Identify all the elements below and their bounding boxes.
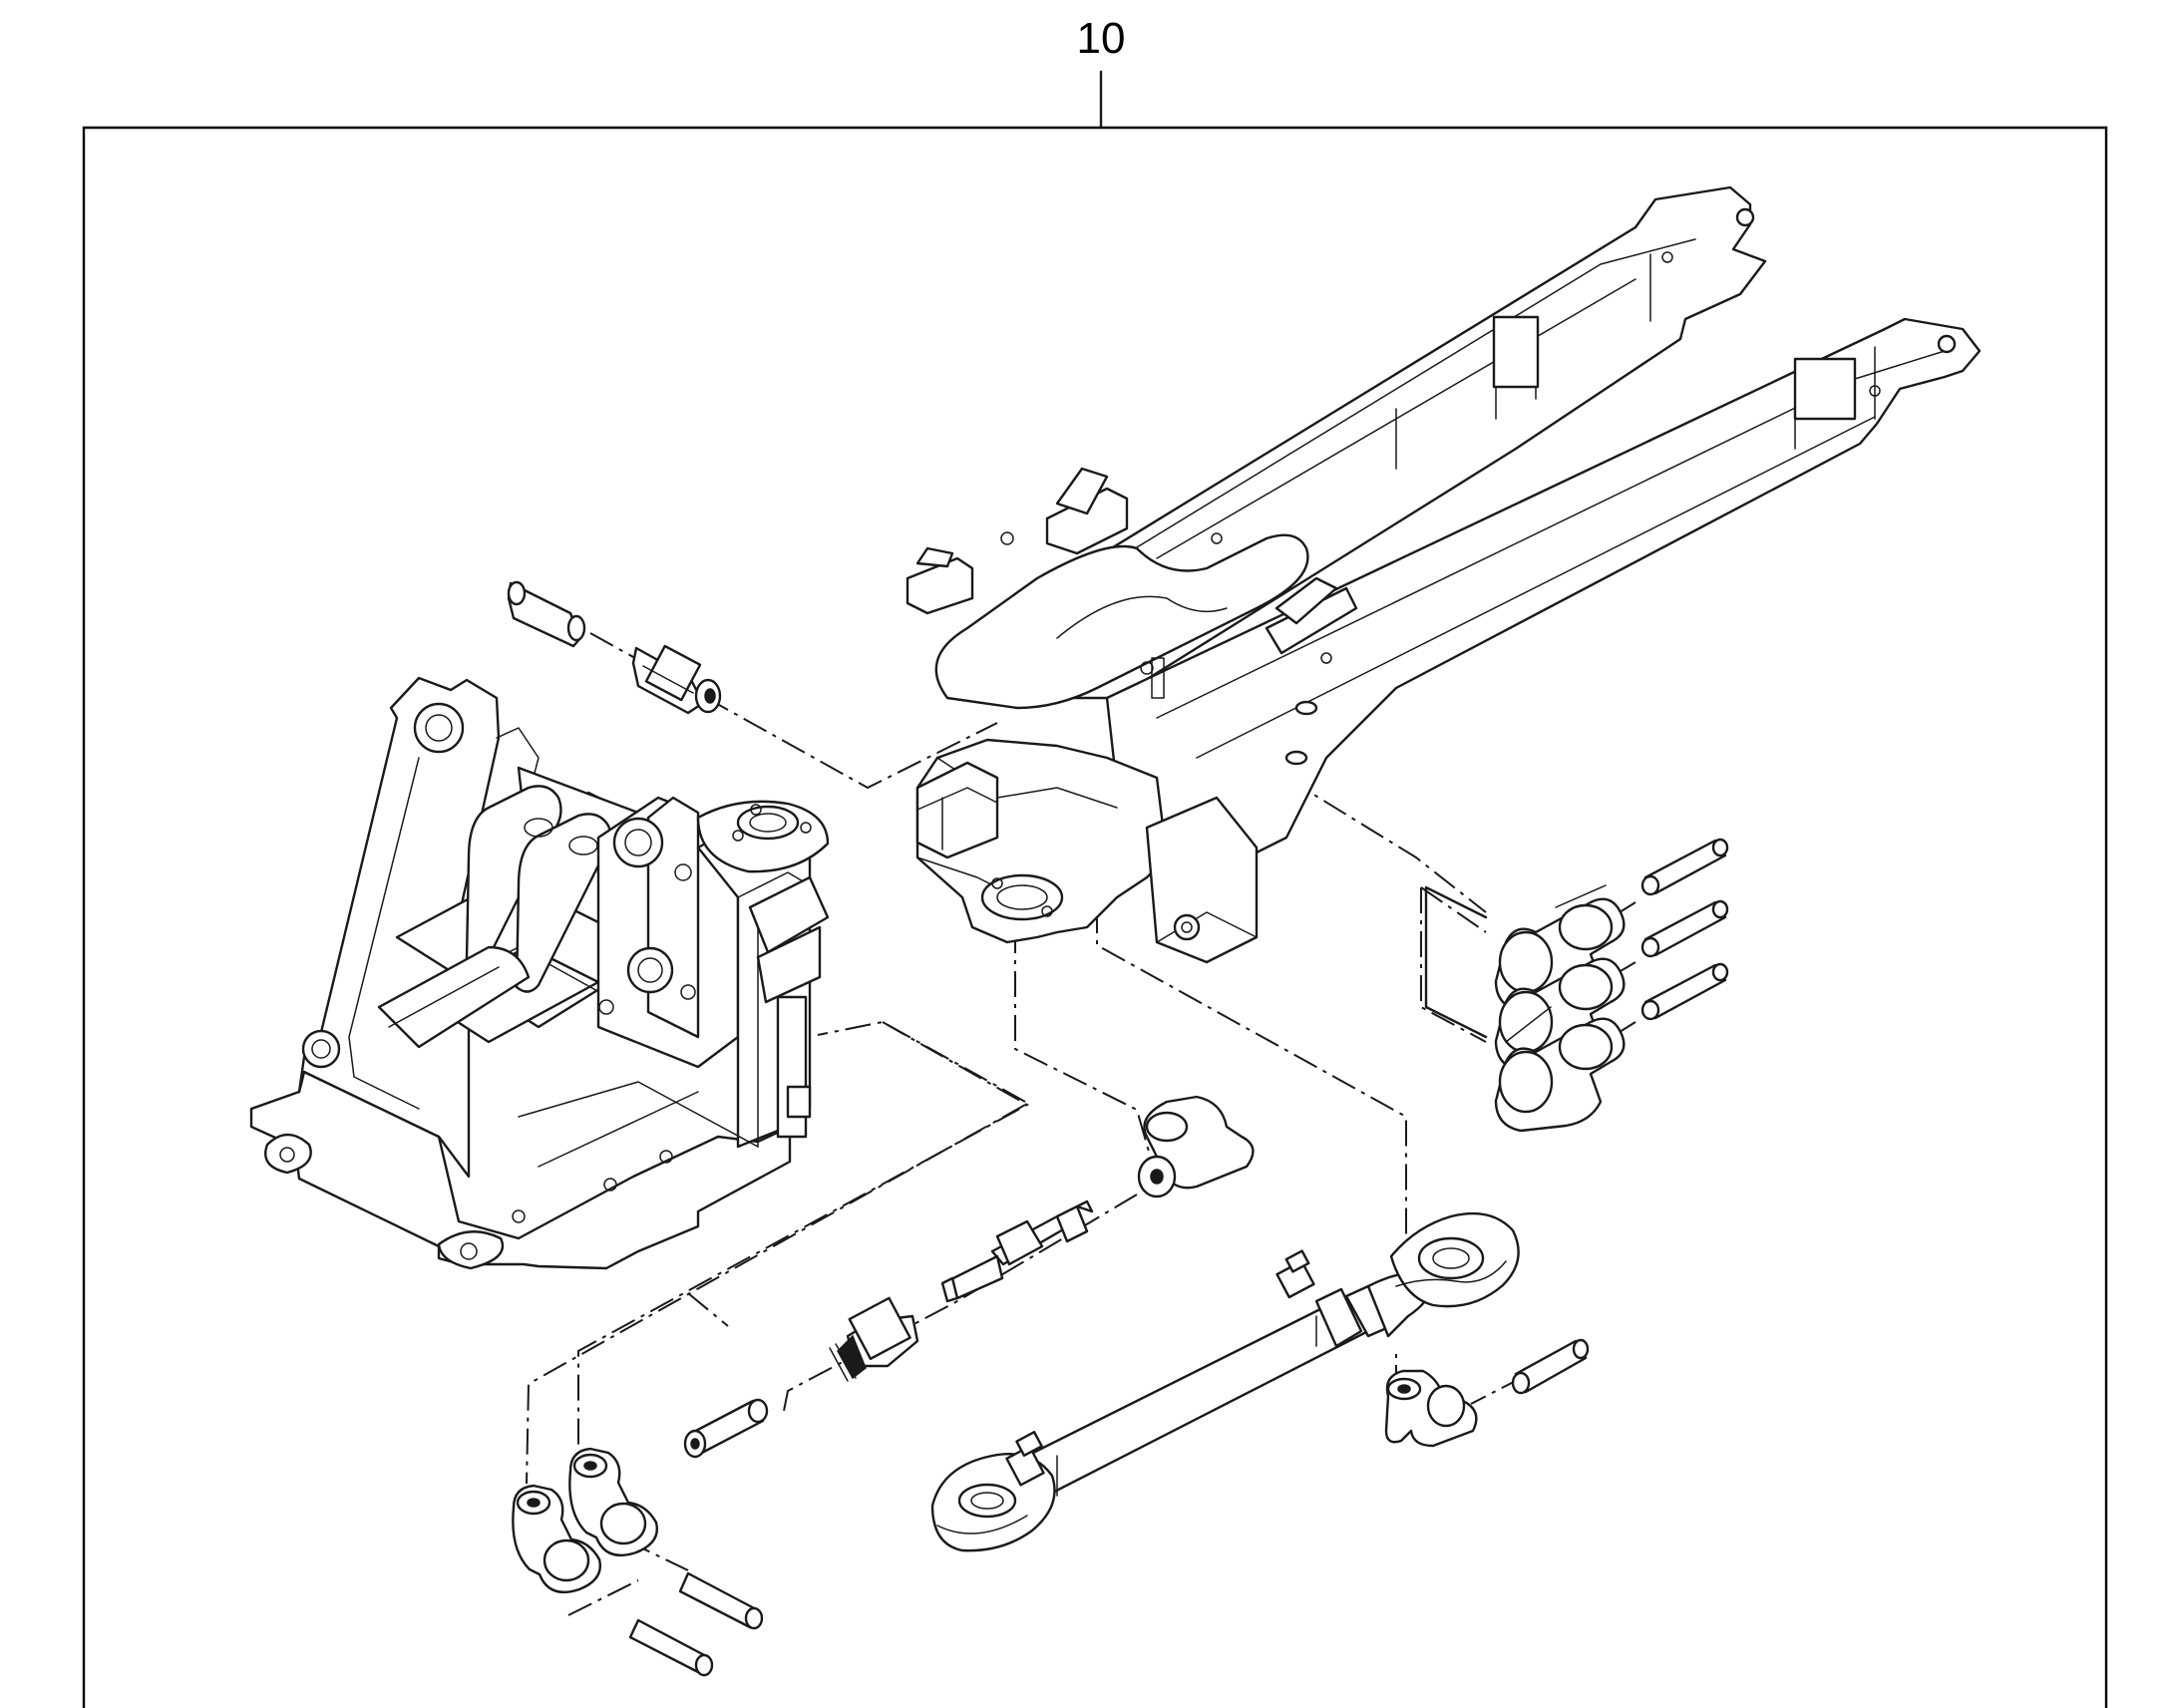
hydraulic-cylinder xyxy=(930,1211,1520,1552)
elbow-fitting-cylinder xyxy=(1384,1338,1590,1448)
elbow-fittings-bottom-left xyxy=(512,1447,764,1677)
tubes-right xyxy=(1640,838,1729,1021)
callout-label: 10 xyxy=(1077,14,1126,63)
tube-centre-left xyxy=(683,1398,769,1459)
front-frame xyxy=(249,676,830,1270)
fitting-top-left xyxy=(507,580,722,715)
hose-assembly-centre xyxy=(829,1095,1255,1382)
loader-boom xyxy=(906,185,1982,964)
elbow-fittings-right xyxy=(1424,884,1626,1133)
group-frame xyxy=(82,126,2108,1708)
